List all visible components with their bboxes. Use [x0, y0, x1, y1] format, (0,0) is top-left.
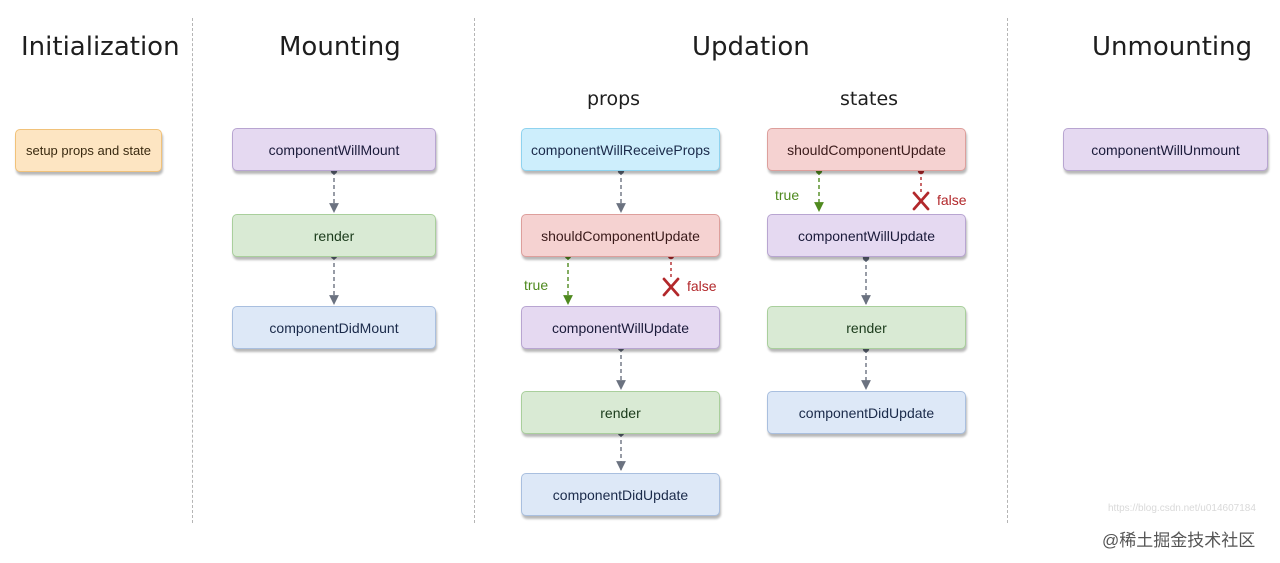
watermark-url: https://blog.csdn.net/u014607184	[1108, 503, 1256, 514]
node-props-render: render	[521, 391, 720, 434]
node-mount-render: render	[232, 214, 436, 257]
heading-unmounting: Unmounting	[1092, 32, 1253, 62]
heading-initialization: Initialization	[21, 32, 180, 62]
node-states-willupdate: componentWillUpdate	[767, 214, 966, 257]
node-props-willreceiveprops: componentWillReceiveProps	[521, 128, 720, 171]
node-states-didupdate: componentDidUpdate	[767, 391, 966, 434]
states-true-label: true	[775, 187, 800, 203]
heading-mounting: Mounting	[279, 32, 401, 62]
separator-1	[192, 18, 193, 523]
false-cross-icons	[662, 191, 930, 297]
node-unmount-willunmount: componentWillUnmount	[1063, 128, 1268, 171]
node-props-willupdate: componentWillUpdate	[521, 306, 720, 349]
node-mount-willmount: componentWillMount	[232, 128, 436, 171]
subheading-states: states	[840, 88, 899, 110]
node-setup-props-state: setup props and state	[15, 129, 162, 172]
subheading-props: props	[587, 88, 641, 110]
props-true-label: true	[524, 277, 549, 293]
heading-updation: Updation	[692, 32, 810, 62]
separator-2	[474, 18, 475, 523]
node-props-didupdate: componentDidUpdate	[521, 473, 720, 516]
watermark-brand: @稀土掘金技术社区	[1102, 531, 1256, 550]
node-props-shouldupdate: shouldComponentUpdate	[521, 214, 720, 257]
node-states-shouldupdate: shouldComponentUpdate	[767, 128, 966, 171]
separator-3	[1007, 18, 1008, 523]
states-false-label: false	[937, 192, 967, 208]
node-states-render: render	[767, 306, 966, 349]
node-mount-didmount: componentDidMount	[232, 306, 436, 349]
props-false-label: false	[687, 278, 717, 294]
